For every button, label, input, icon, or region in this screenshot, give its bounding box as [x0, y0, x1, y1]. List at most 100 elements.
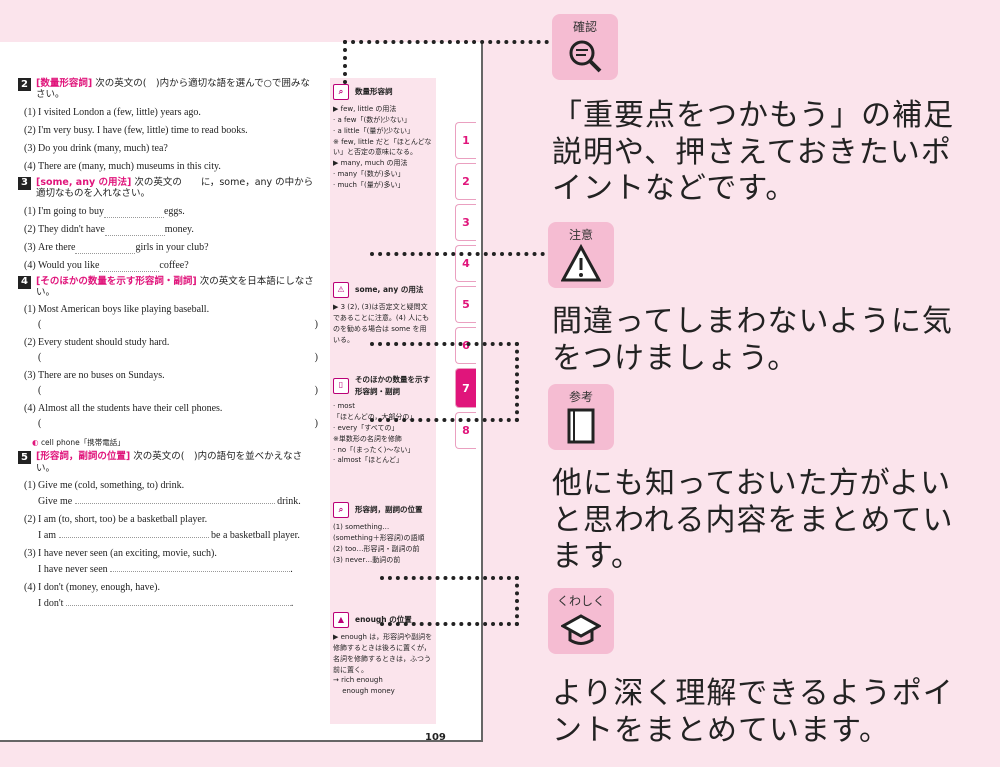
- question-text: I am (to, short, too) be a basketball pl…: [38, 514, 208, 526]
- answer-parentheses[interactable]: (): [38, 319, 318, 331]
- answer-prefix: I am: [38, 530, 57, 542]
- question: (1)I visited London a (few, little) year…: [24, 107, 318, 119]
- answer-blank[interactable]: [75, 242, 136, 254]
- section-heading: 4 [そのほかの数量を示す形容詞・副詞]次の英文を日本語にしなさい。: [18, 275, 318, 299]
- magnifier-icon: ⌕: [333, 502, 349, 518]
- warning-icon: ⚠: [333, 282, 349, 298]
- answer-blank[interactable]: [65, 605, 291, 607]
- answer-parentheses[interactable]: (): [38, 385, 318, 397]
- section-heading: 3 [some, any の用法]次の英文の に，some，any の中から適切…: [18, 176, 318, 200]
- question-number: (1): [24, 205, 36, 217]
- section-number: 5: [18, 451, 31, 465]
- legend-icon-label: 注意: [568, 228, 593, 242]
- question: (2)Every student should study hard.: [24, 337, 318, 349]
- question-text: eggs.: [163, 205, 185, 217]
- question: (4)I don't (money, enough, have).: [24, 582, 318, 594]
- paren-close: ): [314, 319, 318, 331]
- question-text: I don't (money, enough, have).: [38, 582, 160, 594]
- note-line: 「ほとんどの，大部分の」: [333, 413, 417, 422]
- note-box-check-2: ⌕形容詞，副詞の位置 (1) something… (something＋形容詞…: [333, 502, 433, 565]
- note-line: (3) never…動詞の前: [333, 555, 401, 564]
- magnifier-icon: ⌕: [333, 84, 349, 100]
- paren-close: ): [314, 352, 318, 364]
- question-text: There are (many, much) museums in this c…: [38, 160, 221, 172]
- chapter-tab-7[interactable]: 7: [455, 368, 476, 408]
- answer-blank[interactable]: [110, 571, 291, 573]
- question: (4)Would you like coffee?: [24, 260, 318, 272]
- worksheet: 2 [数量形容詞]次の英文の( )内から適切な語を選んで○で囲みなさい。 (1)…: [18, 76, 318, 614]
- note-line: → rich enough: [333, 676, 383, 685]
- question-number: (4): [24, 403, 36, 415]
- question-number: (4): [24, 259, 36, 271]
- answer-blank[interactable]: [104, 224, 165, 236]
- section-3: 3 [some, any の用法]次の英文の に，some，any の中から適切…: [18, 176, 318, 272]
- question-text: Would you like: [38, 259, 100, 271]
- question: (3)Do you drink (many, much) tea?: [24, 143, 318, 155]
- answer-prefix: I don't: [38, 598, 64, 610]
- section-tag: [数量形容詞]: [36, 78, 93, 89]
- answer-parentheses[interactable]: (): [38, 352, 318, 364]
- legend-text-check: 「重要点をつかもう」の補足説明や、押さえておきたいポイントなどです。: [552, 98, 955, 207]
- question-text: coffee?: [159, 259, 189, 271]
- question-number: (1): [24, 304, 36, 316]
- section-2: 2 [数量形容詞]次の英文の( )内から適切な語を選んで○で囲みなさい。 (1)…: [18, 78, 318, 173]
- connector-line: [380, 576, 519, 626]
- chapter-tab-3[interactable]: 3: [455, 204, 476, 241]
- section-instruction: 次の英文の( )内の語句を並べかえなさい。: [36, 451, 303, 474]
- page-number: 109: [425, 732, 446, 743]
- note-marker-icon: ◐: [32, 438, 39, 448]
- answer-suffix: be a basketball player.: [211, 530, 300, 542]
- question-text: Almost all the students have their cell …: [38, 403, 223, 415]
- note-heading: ⌕形容詞，副詞の位置: [333, 502, 433, 518]
- paren-open: (: [38, 418, 42, 430]
- connector-line: [370, 252, 553, 256]
- answer-prefix: Give me: [38, 496, 73, 508]
- chapter-tab-5[interactable]: 5: [455, 286, 476, 323]
- note-box-caution: ⚠some, any の用法 ▶ 3 (2), (3)は否定文と疑問文であること…: [333, 282, 433, 345]
- legend-icon-label: くわしく: [556, 594, 605, 608]
- paren-open: (: [38, 352, 42, 364]
- note-line: (1) something…: [333, 523, 390, 531]
- question-number: (3): [24, 142, 36, 154]
- chapter-tab-4[interactable]: 4: [455, 245, 476, 282]
- chapter-tab-1[interactable]: 1: [455, 122, 476, 159]
- answer-row: I have never seen .: [38, 564, 318, 576]
- answer-blank[interactable]: [74, 503, 275, 505]
- question-text: I'm going to buy: [38, 205, 104, 217]
- graduation-cap-icon: [561, 614, 601, 645]
- question-number: (2): [24, 124, 36, 136]
- answer-parentheses[interactable]: (): [38, 418, 318, 430]
- legend-check: 確認: [552, 14, 618, 80]
- question-number: (2): [24, 514, 36, 526]
- answer-blank[interactable]: [99, 260, 160, 272]
- connector-line: [343, 40, 557, 84]
- question-text: There are no buses on Sundays.: [38, 370, 165, 382]
- legend-icon-label: 参考: [568, 390, 593, 404]
- section-heading: 2 [数量形容詞]次の英文の( )内から適切な語を選んで○で囲みなさい。: [18, 78, 318, 101]
- note-line: ※ few, little だと「ほとんどない」と否定の意味になる。: [333, 137, 432, 157]
- paren-close: ): [314, 418, 318, 430]
- section-tag: [そのほかの数量を示す形容詞・副詞]: [36, 275, 197, 287]
- chapter-tab-2[interactable]: 2: [455, 163, 476, 200]
- side-notes: ⌕数量形容詞 ▶ few, little の用法 · a few「(数が)少ない…: [330, 78, 436, 724]
- note-title: 数量形容詞: [355, 87, 393, 97]
- question-number: (1): [24, 106, 36, 118]
- note-line: ▶ 3 (2), (3)は否定文と疑問文であることに注意。(4) 人にものを勧め…: [333, 303, 430, 344]
- note-line: (something＋形容詞)の語順: [333, 533, 425, 542]
- question-text: money.: [164, 223, 194, 235]
- question-text: I have never seen (an exciting, movie, s…: [38, 548, 217, 560]
- question-number: (2): [24, 223, 36, 235]
- connector-line: [370, 342, 519, 422]
- note-line: ▶ few, little の用法: [333, 105, 397, 113]
- warning-icon: [561, 244, 601, 282]
- book-icon: ▯: [333, 377, 349, 394]
- answer-blank[interactable]: [103, 206, 164, 218]
- question-text: They didn't have: [38, 223, 105, 235]
- question-number: (4): [24, 160, 36, 172]
- note-line: enough money: [333, 687, 395, 696]
- answer-blank[interactable]: [58, 537, 209, 539]
- section-number: 2: [18, 78, 31, 91]
- answer-row: I am be a basketball player.: [38, 530, 318, 542]
- note-line: (2) too…形容詞・副詞の前: [333, 544, 420, 553]
- legend-text-caution: 間違ってしまわないように気をつけましょう。: [552, 304, 953, 376]
